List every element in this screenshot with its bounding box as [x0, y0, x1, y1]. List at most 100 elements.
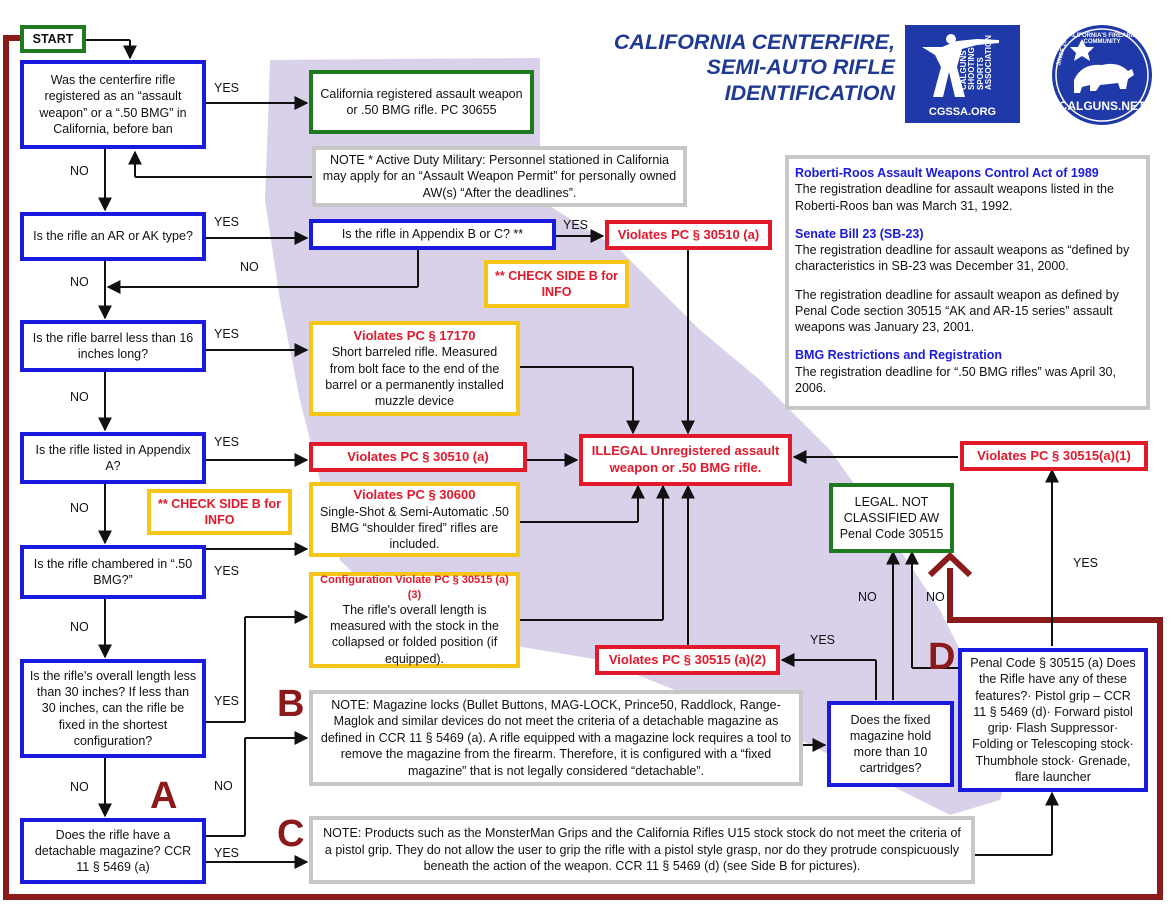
question-fixed-magazine-capacity: Does the fixed magazine hold more than 1… — [827, 701, 954, 787]
note-pistol-grip-text: NOTE: Products such as the MonsterMan Gr… — [323, 826, 961, 874]
question-ar-ak-type-text: Is the rifle an AR or AK type? — [33, 229, 193, 244]
title-line-3: IDENTIFICATION — [724, 80, 895, 105]
result-violates-30510-b-c-text: Violates PC § 30510 (a) — [617, 226, 760, 242]
result-violates-30510-b-c: Violates PC § 30510 (a) — [605, 220, 772, 250]
result-registered-aw-text: California registered assault weapon or … — [320, 86, 523, 117]
info-heading-roberti-roos: Roberti-Roos Assault Weapons Control Act… — [795, 166, 1099, 180]
yes-label: YES — [214, 564, 240, 578]
result-illegal-text: ILLEGAL Unregistered assault weapon or .… — [591, 443, 780, 475]
question-barrel-length-text: Is the rifle barrel less than 16 inches … — [32, 330, 194, 361]
info-heading-sb23: Senate Bill 23 (SB-23) — [795, 226, 924, 241]
no-label: NO — [70, 275, 89, 289]
no-label: NO — [240, 260, 259, 274]
question-features-text: Penal Code § 30515 (a) Does the Rifle ha… — [970, 656, 1136, 784]
question-detachable-magazine: Does the rifle have a detachable magazin… — [20, 818, 206, 884]
check-side-b-2: ** CHECK SIDE B for INFO — [147, 489, 292, 535]
note-military: NOTE * Active Duty Military: Personnel s… — [312, 146, 687, 207]
question-appendix-b-c-text: Is the rifle in Appendix B or C? ** — [341, 227, 524, 242]
question-detachable-magazine-text: Does the rifle have a detachable magazin… — [34, 827, 192, 875]
note-pistol-grip: NOTE: Products such as the MonsterMan Gr… — [309, 816, 975, 884]
result-violates-30600: Violates PC § 30600 Single-Shot & Semi-A… — [309, 482, 520, 557]
calguns-logo: CALIFORNIA'S FIREARMS COMMUNITY SINCE 20… — [1052, 25, 1152, 125]
result-violates-17170: Violates PC § 17170 Short barreled rifle… — [309, 321, 520, 416]
question-registered: Was the centerfire rifle registered as a… — [20, 60, 206, 149]
question-overall-length: Is the rifle's overall length less than … — [20, 659, 206, 758]
question-appendix-a-text: Is the rifle listed in Appendix A? — [35, 442, 191, 473]
yes-label: YES — [214, 327, 240, 341]
registration-info-panel: Roberti-Roos Assault Weapons Control Act… — [785, 155, 1150, 410]
info-text-30515: The registration deadline for assault we… — [795, 287, 1119, 335]
shooter-silhouette-icon — [922, 34, 999, 97]
note-military-text: NOTE * Active Duty Military: Personnel s… — [322, 153, 677, 200]
yes-label: YES — [214, 435, 240, 449]
result-violates-30510-a-text: Violates PC § 30510 (a) — [347, 448, 489, 464]
check-side-b-1: ** CHECK SIDE B for INFO — [484, 260, 629, 308]
no-label: NO — [858, 590, 877, 604]
check-side-b-1-text: ** CHECK SIDE B for INFO — [495, 268, 618, 299]
info-text-bmg: The registration deadline for “.50 BMG r… — [795, 364, 1116, 395]
yes-label: YES — [214, 846, 240, 860]
cgssa-logo-text: CALGUNS SHOOTING SPORTS ASSOCIATION — [959, 35, 994, 90]
result-violates-30515-a2-text: Violates PC § 30515 (a)(2) — [608, 651, 767, 667]
question-appendix-b-c: Is the rifle in Appendix B or C? ** — [309, 219, 556, 250]
note-magazine-locks: NOTE: Magazine locks (Bullet Buttons, MA… — [309, 690, 803, 786]
marker-letter-b: B — [277, 683, 305, 725]
diagram-title: CALIFORNIA CENTERFIRE, SEMI-AUTO RIFLE I… — [560, 30, 895, 106]
result-config-violation-title: Configuration Violate PC § 30515 (a)(3) — [320, 574, 509, 601]
result-violates-30515-a1: Violates PC § 30515(a)(1) — [960, 441, 1148, 471]
question-fixed-magazine-capacity-text: Does the fixed magazine hold more than 1… — [849, 712, 932, 776]
start-label: START — [32, 31, 74, 46]
result-violates-17170-text: Short barreled rifle. Measured from bolt… — [325, 345, 504, 409]
question-barrel-length: Is the rifle barrel less than 16 inches … — [20, 320, 206, 372]
yes-label: YES — [1073, 556, 1099, 570]
bear-icon — [1055, 28, 1149, 122]
question-registered-text: Was the centerfire rifle registered as a… — [39, 73, 187, 136]
result-config-violation: Configuration Violate PC § 30515 (a)(3) … — [309, 572, 520, 668]
yes-label: YES — [214, 81, 240, 95]
result-violates-30600-title: Violates PC § 30600 — [353, 486, 476, 502]
result-illegal: ILLEGAL Unregistered assault weapon or .… — [579, 434, 792, 486]
cgssa-logo-url: CGSSA.ORG — [928, 106, 997, 118]
return-loop-arrow — [927, 551, 973, 578]
no-label: NO — [70, 620, 89, 634]
result-violates-17170-title: Violates PC § 17170 — [353, 327, 476, 343]
check-side-b-2-text: ** CHECK SIDE B for INFO — [158, 496, 281, 527]
no-label: NO — [926, 590, 945, 604]
yes-label: YES — [810, 633, 836, 647]
question-ar-ak-type: Is the rifle an AR or AK type? — [20, 212, 206, 261]
question-50-bmg: Is the rifle chambered in “.50 BMG?” — [20, 545, 206, 599]
result-violates-30510-a: Violates PC § 30510 (a) — [309, 442, 527, 472]
calguns-name-text: CALGUNS.NET — [1058, 99, 1146, 113]
question-50-bmg-text: Is the rifle chambered in “.50 BMG?” — [33, 556, 193, 587]
result-violates-30515-a2: Violates PC § 30515 (a)(2) — [595, 645, 780, 675]
result-violates-30515-a1-text: Violates PC § 30515(a)(1) — [977, 447, 1131, 463]
marker-letter-c: C — [277, 813, 305, 855]
question-overall-length-text: Is the rifle's overall length less than … — [29, 668, 197, 748]
question-appendix-a: Is the rifle listed in Appendix A? — [20, 432, 206, 484]
title-line-2: SEMI-AUTO RIFLE — [706, 55, 895, 80]
no-label: NO — [70, 501, 89, 515]
title-line-1: CALIFORNIA CENTERFIRE, — [613, 30, 895, 54]
result-config-violation-text: The rifle's overall length is measured w… — [330, 602, 499, 666]
marker-letter-a: A — [150, 775, 178, 817]
no-label: NO — [70, 780, 89, 794]
calguns-arc-text: CALIFORNIA'S FIREARMS COMMUNITY — [1064, 33, 1140, 45]
question-features: Penal Code § 30515 (a) Does the Rifle ha… — [958, 648, 1148, 792]
start-node: START — [20, 25, 86, 53]
result-legal: LEGAL. NOT CLASSIFIED AW Penal Code 3051… — [829, 483, 954, 553]
cgssa-logo: CALGUNS SHOOTING SPORTS ASSOCIATION CGSS… — [905, 25, 1020, 123]
no-label: NO — [214, 779, 233, 793]
no-label: NO — [70, 390, 89, 404]
result-violates-30600-text: Single-Shot & Semi-Automatic .50 BMG “sh… — [320, 504, 509, 552]
no-label: NO — [70, 164, 89, 178]
marker-letter-d: D — [928, 636, 956, 678]
yes-label: YES — [214, 694, 240, 708]
return-loop-line — [3, 35, 1163, 900]
info-text-sb23: The registration deadline for assault we… — [795, 243, 1130, 274]
info-text-roberti-roos: The registration deadline for assault we… — [795, 182, 1114, 213]
info-heading-bmg: BMG Restrictions and Registration — [795, 348, 1002, 363]
yes-label: YES — [563, 218, 589, 232]
result-legal-text: LEGAL. NOT CLASSIFIED AW Penal Code 3051… — [839, 494, 944, 542]
note-magazine-locks-text: NOTE: Magazine locks (Bullet Buttons, MA… — [320, 697, 792, 778]
result-registered-aw: California registered assault weapon or … — [309, 70, 534, 134]
